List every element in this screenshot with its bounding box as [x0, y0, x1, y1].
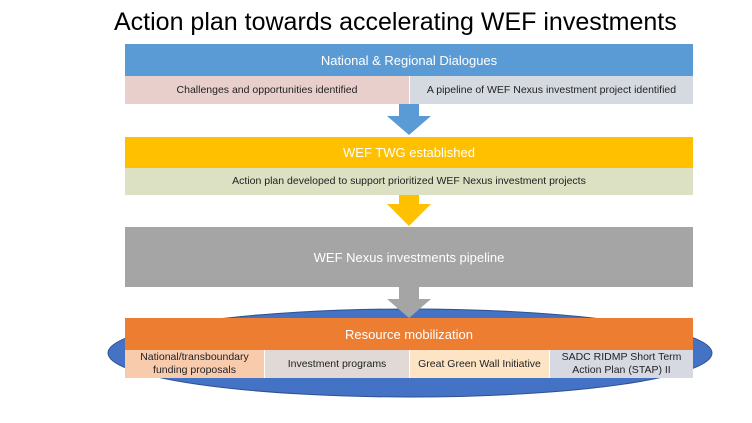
- action-plan-cell: Action plan developed to support priorit…: [125, 168, 693, 195]
- down-arrow-yellow-icon: [387, 195, 431, 226]
- challenges-cell: Challenges and opportunities identified: [125, 76, 410, 104]
- slide-title: Action plan towards accelerating WEF inv…: [114, 8, 677, 36]
- pipeline-identified-cell: A pipeline of WEF Nexus investment proje…: [410, 76, 693, 104]
- down-arrow-blue-icon: [387, 104, 431, 135]
- down-arrow-gray-icon: [387, 287, 431, 318]
- wef-twg-header: WEF TWG established: [125, 137, 693, 168]
- funding-proposals-cell: National/transboundary funding proposals: [125, 350, 265, 378]
- sadc-stap-cell: SADC RIDMP Short Term Action Plan (STAP)…: [550, 350, 693, 378]
- wef-nexus-pipeline-box: WEF Nexus investments pipeline: [125, 227, 693, 287]
- resource-mobilization-header: Resource mobilization: [125, 318, 693, 350]
- great-green-wall-cell: Great Green Wall Initiative: [410, 350, 550, 378]
- investment-programs-cell: Investment programs: [265, 350, 410, 378]
- national-regional-dialogues-header: National & Regional Dialogues: [125, 44, 693, 76]
